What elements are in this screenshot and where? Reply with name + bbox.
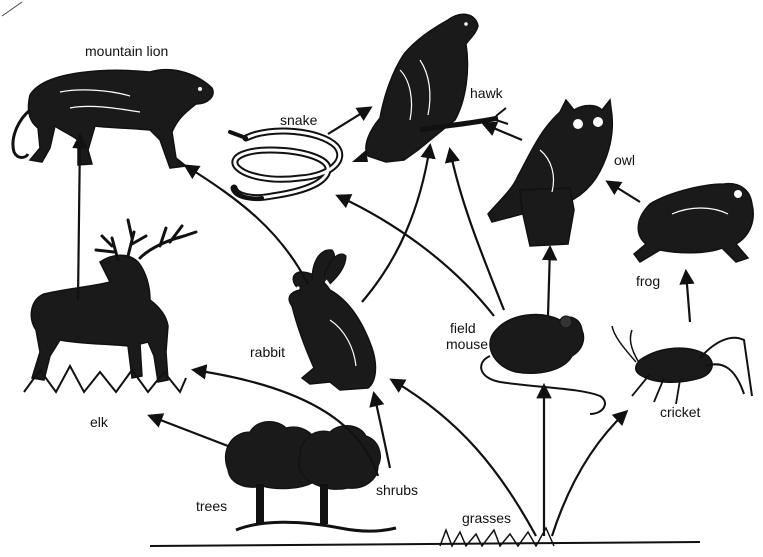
- label-field-mouse-line2: mouse: [446, 336, 488, 352]
- label-grasses: grasses: [462, 510, 511, 526]
- arrow-grasses-to-cricket: [552, 412, 626, 536]
- label-cricket: cricket: [660, 404, 700, 420]
- arrow-owl-to-hawk: [484, 124, 522, 140]
- mountain-lion-illustration: [13, 70, 213, 168]
- label-mountain-lion: mountain lion: [85, 43, 168, 59]
- arrow-frog-to-owl: [608, 182, 640, 202]
- label-snake: snake: [280, 112, 317, 128]
- snake-illustration: [230, 131, 340, 198]
- arrow-field-mouse-to-hawk: [450, 150, 504, 310]
- arrow-cricket-to-frog: [686, 272, 690, 322]
- arrow-rabbit-to-mountain-lion: [186, 166, 308, 284]
- grasses-ground: [150, 528, 700, 546]
- arrow-snake-to-hawk: [328, 108, 370, 134]
- arrow-rabbit-to-hawk: [362, 146, 430, 302]
- rabbit-illustration: [289, 250, 375, 390]
- label-owl: owl: [614, 152, 635, 168]
- owl-illustration: [488, 100, 612, 246]
- label-field-mouse-line1: field: [450, 320, 476, 336]
- label-elk: elk: [90, 414, 108, 430]
- label-hawk: hawk: [470, 85, 503, 101]
- trees-illustration: [225, 422, 396, 531]
- arrow-trees-to-elk: [150, 416, 228, 446]
- cricket-illustration: [612, 326, 752, 404]
- arrow-field-mouse-to-owl: [548, 248, 550, 316]
- label-frog: frog: [636, 273, 660, 289]
- elk-illustration: [24, 220, 196, 392]
- label-trees: trees: [196, 498, 227, 514]
- label-rabbit: rabbit: [250, 344, 285, 360]
- frog-illustration: [634, 184, 753, 262]
- arrow-field-mouse-to-snake: [338, 196, 494, 316]
- label-shrubs: shrubs: [376, 482, 418, 498]
